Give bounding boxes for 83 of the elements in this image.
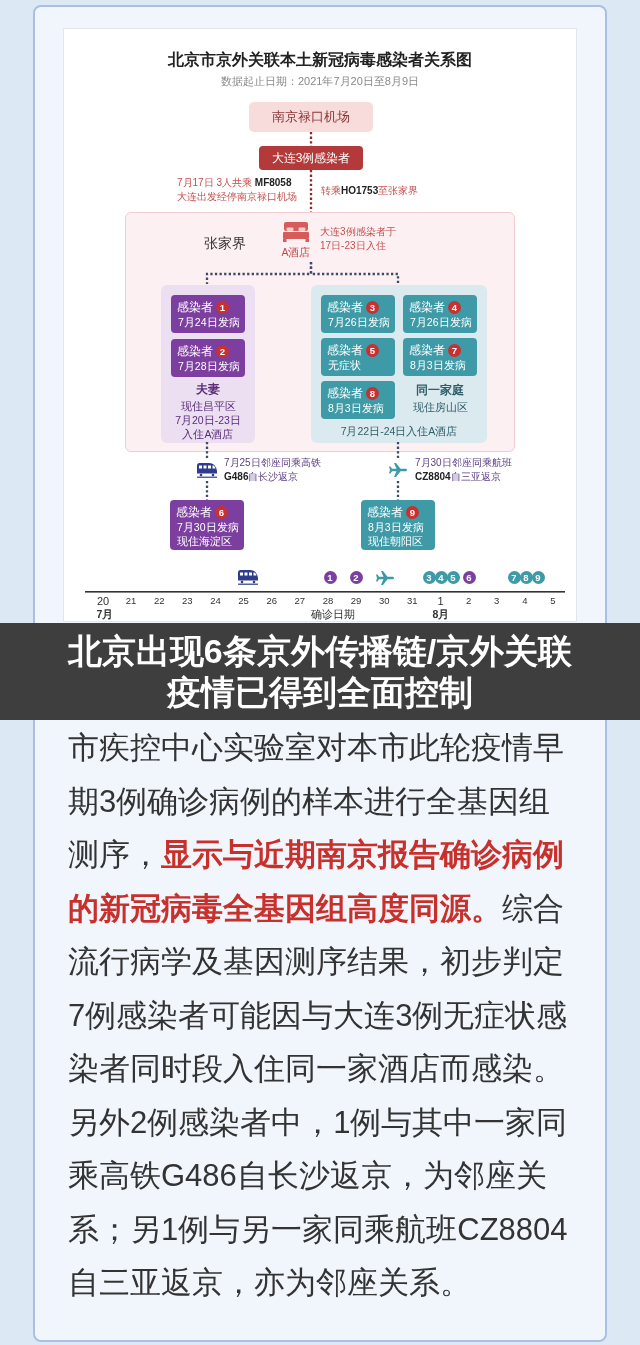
onset-text: 7月24日发病 xyxy=(177,315,240,329)
tick-label: 4 xyxy=(522,595,528,607)
tick-label: 5 xyxy=(550,595,556,607)
number-badge: 3 xyxy=(366,301,379,315)
case-box xyxy=(321,381,395,419)
place-box: 南京禄口机场 xyxy=(249,102,373,132)
onset-text: 7月28日发病 xyxy=(177,359,240,373)
tick-label: 29 xyxy=(350,595,362,607)
case-label: 感染者 xyxy=(367,505,403,520)
group-panel xyxy=(161,285,255,443)
address-text: 现住房山区 xyxy=(412,400,468,414)
subtitle: 数据起止日期：2021年7月20日至8月9日 xyxy=(220,74,420,88)
onset-text: 7月26日发病 xyxy=(327,315,390,329)
place-label: 张家界 xyxy=(204,235,246,252)
case-label: 感染者 xyxy=(409,300,445,315)
tick-label: 21 xyxy=(125,595,137,607)
tick-label: 24 xyxy=(210,595,221,607)
tick-label: 25 xyxy=(238,595,249,607)
case-box xyxy=(171,295,245,333)
case-box xyxy=(403,295,477,333)
number-badge: 9 xyxy=(406,506,419,520)
dotted-connector xyxy=(309,262,400,284)
stay-text: 7月22日-24日入住A酒店 xyxy=(340,424,458,438)
dotted-connector xyxy=(309,170,313,212)
number-badge: 7 xyxy=(448,344,461,358)
tick-label: 31 xyxy=(407,595,418,607)
onset-text: 8月3日发病 xyxy=(367,520,424,534)
tick-label: 23 xyxy=(182,595,193,607)
onset-text: 7月26日发病 xyxy=(409,315,472,329)
case-box xyxy=(321,338,395,376)
title: 北京市京外关联本土新冠病毒感染者关系图 xyxy=(168,50,472,70)
tick-label: 1 xyxy=(437,595,444,607)
onset-text: 8月3日发病 xyxy=(409,358,466,372)
onset-text: 8月3日发病 xyxy=(327,401,384,415)
stay-text: 7月20日-23日入住A酒店 xyxy=(174,413,242,441)
tick-label: 26 xyxy=(266,595,278,607)
case-box xyxy=(361,500,435,550)
hotel-label: A酒店 xyxy=(281,246,311,259)
tick-label: 28 xyxy=(322,595,334,607)
number-badge: 5 xyxy=(366,344,379,358)
axis-title: 确诊日期 xyxy=(311,608,355,621)
case-label: 感染者 xyxy=(409,343,445,358)
dotted-connector xyxy=(205,440,209,502)
tick-label: 27 xyxy=(294,595,306,607)
number-badge: 4 xyxy=(448,301,461,315)
route-note: 7月17日 3人共乘 MF8058大连出发经停南京禄口机场 xyxy=(177,176,298,204)
tick-label: 20 xyxy=(96,595,110,607)
tick-label: 3 xyxy=(494,595,500,607)
case-box xyxy=(321,295,395,333)
region-panel xyxy=(125,212,515,452)
body-text: 市疾控中心实验室对本市此轮疫情早期3例确诊病例的样本进行全基因组测序，显示与近期南京报告确诊病例的新冠病毒全基因组高度同源。综合流行病学及基因测序结果，初步判定7例感染者可能因与大连3例无症状感染者同时段入住同一家酒店而感染。另外2例感染者中，1例与其中一家同乘高铁G486自长沙返京，为邻座关系；另1例与另一家同乘航班CZ8804自三亚返京，亦为邻座关系。 xyxy=(68,729,569,1302)
tick-label: 2 xyxy=(466,595,472,607)
number-badge: 6 xyxy=(215,506,228,520)
onset-text: 无症状 xyxy=(327,358,361,372)
address-text: 现住海淀区 xyxy=(176,534,232,548)
case-label: 感染者 xyxy=(177,344,213,359)
group-panel xyxy=(311,285,487,443)
address-text: 现住朝阳区 xyxy=(367,534,423,548)
number-badge: 2 xyxy=(216,345,229,359)
case-group-box: 大连3例感染者 xyxy=(259,146,363,170)
note-text: 大连3例感染者于17日-23日入住 xyxy=(320,225,397,253)
case-label: 感染者 xyxy=(177,300,213,315)
month-label: 8月 xyxy=(432,608,450,621)
address-text: 现住昌平区 xyxy=(180,399,236,413)
case-box xyxy=(403,338,477,376)
number-badge: 8 xyxy=(366,387,379,401)
number-badge: 1 xyxy=(216,301,229,315)
case-label: 感染者 xyxy=(327,343,363,358)
onset-text: 7月30日发病 xyxy=(176,520,239,534)
month-label: 7月 xyxy=(96,608,114,621)
edge-label: 转乘HO1753至张家界 xyxy=(321,184,419,198)
case-label: 感染者 xyxy=(327,300,363,315)
case-box xyxy=(171,339,245,377)
tick-label: 30 xyxy=(378,595,390,607)
group-label: 同一家庭 xyxy=(416,383,464,398)
case-label: 感染者 xyxy=(327,386,363,401)
dotted-connector xyxy=(309,132,313,146)
case-box xyxy=(170,500,244,550)
headline-banner: 北京出现6条京外传播链/京外关联疫情已得到全面控制 xyxy=(0,623,640,720)
group-label: 夫妻 xyxy=(196,382,220,397)
case-label: 感染者 xyxy=(176,505,212,520)
tick-label: 22 xyxy=(153,595,165,607)
dotted-connector xyxy=(396,440,400,502)
